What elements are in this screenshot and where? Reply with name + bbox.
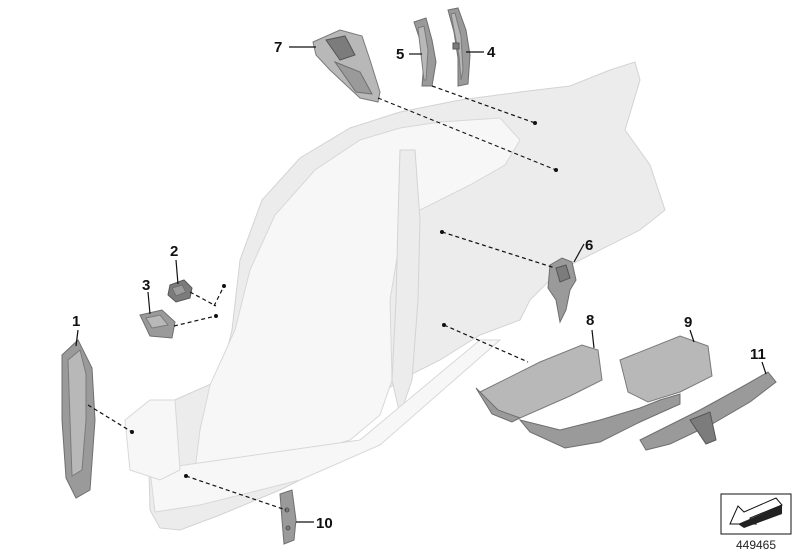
- part-11-rail[interactable]: [639, 371, 777, 451]
- part-1-pillar-trim[interactable]: [61, 339, 96, 499]
- part-9-panel[interactable]: [518, 335, 713, 449]
- callout-2: 2: [170, 243, 178, 260]
- dashed-leaders: [87, 85, 557, 511]
- part-4-trim[interactable]: [447, 7, 471, 87]
- part-7-bracket[interactable]: [312, 29, 381, 103]
- part-8-panel[interactable]: [475, 344, 603, 423]
- callout-leaders: [75, 46, 767, 523]
- callout-3: 3: [142, 277, 150, 294]
- callout-6: 6: [585, 237, 593, 254]
- reference-number: 449465: [735, 538, 777, 552]
- callout-4: 4: [487, 44, 496, 61]
- mounting-points: [130, 121, 558, 478]
- callout-10: 10: [316, 515, 333, 532]
- callout-7: 7: [274, 39, 282, 56]
- part-5-trim[interactable]: [413, 17, 437, 87]
- part-2-clip[interactable]: [167, 279, 193, 303]
- body-side-panel: [124, 61, 666, 531]
- arrow-direction-icon: [720, 493, 792, 535]
- callout-9: 9: [684, 314, 692, 331]
- callout-11: 11: [750, 346, 766, 363]
- part-6-bracket[interactable]: [547, 257, 577, 324]
- callout-8: 8: [586, 312, 594, 329]
- callout-1: 1: [72, 313, 80, 330]
- part-10-bracket[interactable]: [279, 489, 297, 545]
- part-3-clip[interactable]: [139, 309, 176, 339]
- callout-5: 5: [396, 46, 404, 63]
